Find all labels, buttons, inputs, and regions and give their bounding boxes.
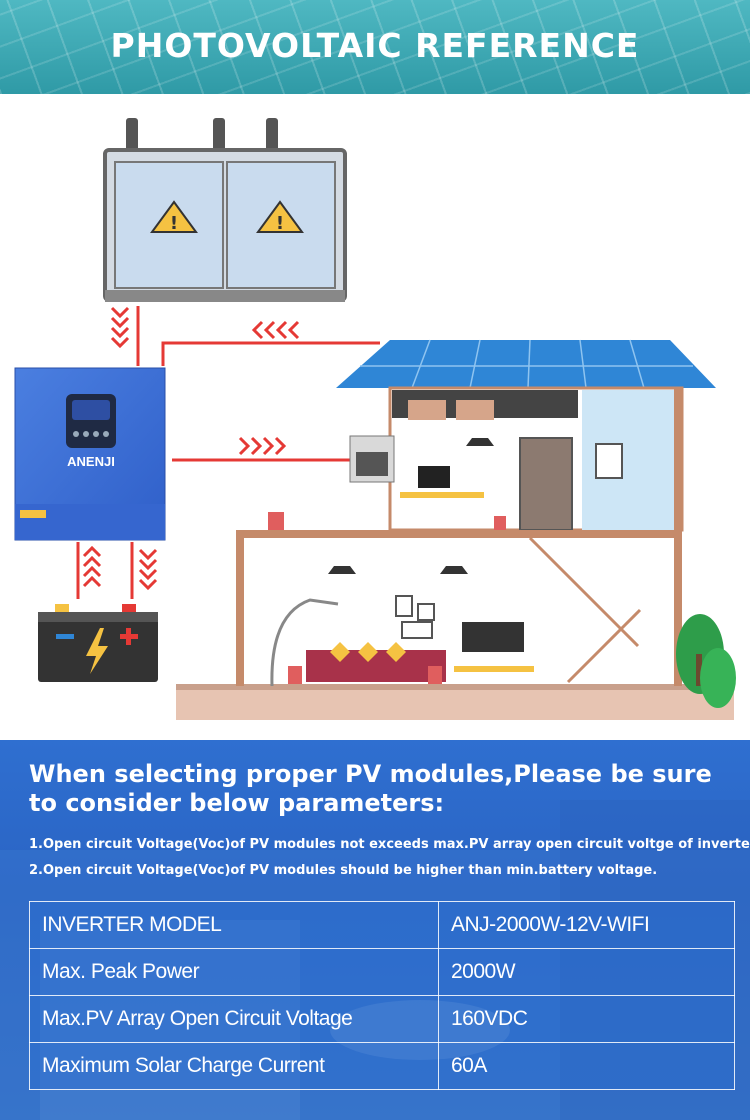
spec-label: INVERTER MODEL [29, 901, 439, 949]
battery-icon [38, 604, 158, 682]
solar-roof [336, 340, 716, 388]
table-row: INVERTER MODEL ANJ-2000W-12V-WIFI [29, 901, 735, 949]
svg-text:!: ! [276, 213, 284, 234]
table-row: Max. Peak Power 2000W [29, 948, 735, 996]
spec-value: 2000W [438, 948, 735, 996]
spec-label: Max.PV Array Open Circuit Voltage [29, 995, 439, 1043]
table-row: Max.PV Array Open Circuit Voltage 160VDC [29, 995, 735, 1043]
up-arrow-icon [82, 545, 102, 588]
inverter-brand: ANENJI [67, 454, 115, 469]
note-item: 1.Open circuit Voltage(Voc)of PV modules… [29, 837, 750, 852]
house-illustration [176, 339, 736, 720]
solar-panel-pattern [0, 0, 750, 94]
pv-system-diagram: ! ! ANENJ [14, 118, 736, 720]
table-row: Maximum Solar Charge Current 60A [29, 1042, 735, 1090]
header-banner: PHOTOVOLTAIC REFERENCE [0, 0, 750, 94]
spec-label: Max. Peak Power [29, 948, 439, 996]
left-arrow-icon [251, 320, 300, 340]
svg-text:!: ! [170, 213, 178, 234]
warning-icon: ! [256, 200, 304, 234]
transformer-box: ! ! [103, 118, 347, 302]
selection-heading: When selecting proper PV modules,Please … [29, 760, 712, 817]
down-arrow-icon [110, 306, 130, 349]
spec-table: INVERTER MODEL ANJ-2000W-12V-WIFI Max. P… [29, 901, 735, 1090]
spec-label: Maximum Solar Charge Current [29, 1042, 439, 1090]
connection-lines [76, 306, 380, 599]
spec-value: ANJ-2000W-12V-WIFI [438, 901, 735, 949]
spec-value: 60A [438, 1042, 735, 1090]
down-arrow-icon [138, 548, 158, 591]
note-item: 2.Open circuit Voltage(Voc)of PV modules… [29, 863, 658, 878]
spec-value: 160VDC [438, 995, 735, 1043]
right-arrow-icon [238, 436, 287, 456]
warning-icon: ! [150, 200, 198, 234]
page-title: PHOTOVOLTAIC REFERENCE [110, 26, 640, 65]
inverter-unit: ANENJI [14, 367, 166, 541]
parameters-panel: When selecting proper PV modules,Please … [0, 740, 750, 1120]
